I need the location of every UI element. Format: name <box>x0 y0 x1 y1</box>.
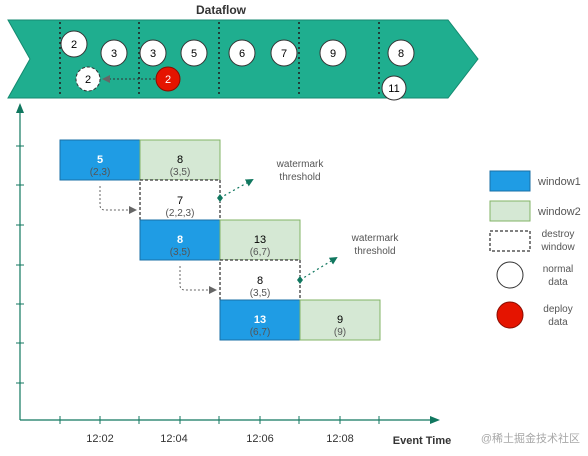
watermark-text: @稀土掘金技术社区 <box>481 431 580 445</box>
svg-text:2: 2 <box>71 39 77 51</box>
window-blue: 13 (6,7) <box>219 299 301 341</box>
data-point: 8 <box>387 39 415 67</box>
legend-swatch-deploy <box>496 301 524 329</box>
svg-text:(6,7): (6,7) <box>250 247 271 258</box>
flow-connector <box>99 186 137 214</box>
svg-text:7: 7 <box>177 195 183 207</box>
legend-swatch-window1 <box>489 170 531 192</box>
svg-text:3: 3 <box>111 48 117 60</box>
svg-text:watermark: watermark <box>276 159 325 170</box>
legend: window1 window2 destroy window normal da… <box>489 170 581 329</box>
legend-label-normal: normal <box>543 264 574 275</box>
legend-swatch-normal <box>496 261 524 289</box>
svg-text:7: 7 <box>281 48 287 60</box>
svg-text:13: 13 <box>254 314 266 326</box>
data-point: 11 <box>381 75 407 101</box>
svg-text:2: 2 <box>85 74 91 86</box>
data-point: 3 <box>139 39 167 67</box>
svg-text:6: 6 <box>239 48 245 60</box>
svg-text:(9): (9) <box>334 327 346 338</box>
svg-text:9: 9 <box>337 314 343 326</box>
svg-text:8: 8 <box>177 234 183 246</box>
svg-text:(2,3): (2,3) <box>90 167 111 178</box>
legend-label-deploy: deploy <box>543 304 572 315</box>
dataflow-band: Dataflow 2 3 3 5 6 7 <box>7 3 479 101</box>
svg-text:(3,5): (3,5) <box>170 247 191 258</box>
legend-label-destroy: destroy <box>542 229 575 240</box>
data-point: 6 <box>228 39 256 67</box>
window-blue: 5 (2,3) <box>59 139 141 181</box>
svg-text:threshold: threshold <box>354 246 395 257</box>
data-point: 7 <box>270 39 298 67</box>
window-blue: 8 (3,5) <box>139 219 221 261</box>
window-destroy: 8 (3,5) <box>219 259 301 301</box>
legend-swatch-window2 <box>489 200 531 222</box>
data-point: 5 <box>180 39 208 67</box>
legend-label-destroy: window <box>540 242 575 253</box>
watermark-marker: watermark threshold <box>217 159 324 202</box>
data-point: 2 <box>60 30 88 58</box>
window-green: 9 (9) <box>299 299 381 341</box>
svg-text:2: 2 <box>165 74 171 86</box>
svg-text:8: 8 <box>257 275 263 287</box>
late-data-point: 2 <box>155 66 181 92</box>
svg-text:(3,5): (3,5) <box>170 167 191 178</box>
legend-label-deploy: data <box>548 317 568 328</box>
x-tick-label: 12:06 <box>246 433 274 445</box>
legend-swatch-destroy <box>489 230 531 252</box>
svg-text:11: 11 <box>388 83 399 95</box>
window-green: 13 (6,7) <box>219 219 301 261</box>
data-point: 3 <box>100 39 128 67</box>
x-tick-label: 12:08 <box>326 433 354 445</box>
legend-label-window2: window2 <box>537 206 581 218</box>
svg-text:(3,5): (3,5) <box>250 288 271 299</box>
svg-text:8: 8 <box>177 154 183 166</box>
svg-text:5: 5 <box>191 48 197 60</box>
x-tick-label: 12:04 <box>160 433 188 445</box>
flow-connector <box>179 266 217 294</box>
x-tick-label: 12:02 <box>86 433 114 445</box>
window-destroy: 7 (2,2,3) <box>139 179 221 221</box>
legend-label-normal: data <box>548 277 568 288</box>
svg-text:5: 5 <box>97 154 103 166</box>
svg-text:3: 3 <box>150 48 156 60</box>
svg-text:watermark: watermark <box>351 233 400 244</box>
svg-text:(6,7): (6,7) <box>250 327 271 338</box>
svg-text:9: 9 <box>330 48 336 60</box>
data-point: 9 <box>319 39 347 67</box>
svg-text:threshold: threshold <box>279 172 320 183</box>
svg-text:8: 8 <box>398 48 404 60</box>
svg-text:(2,2,3): (2,2,3) <box>166 208 195 219</box>
legend-label-window1: window1 <box>537 176 581 188</box>
x-axis-label: Event Time <box>393 435 452 447</box>
svg-text:13: 13 <box>254 234 266 246</box>
dataflow-title: Dataflow <box>196 3 247 17</box>
axes: 12:02 12:04 12:06 12:08 Event Time <box>16 103 451 447</box>
window-green: 8 (3,5) <box>139 139 221 181</box>
watermark-marker: watermark threshold <box>297 233 399 284</box>
late-data-point-ghost: 2 <box>75 66 101 92</box>
